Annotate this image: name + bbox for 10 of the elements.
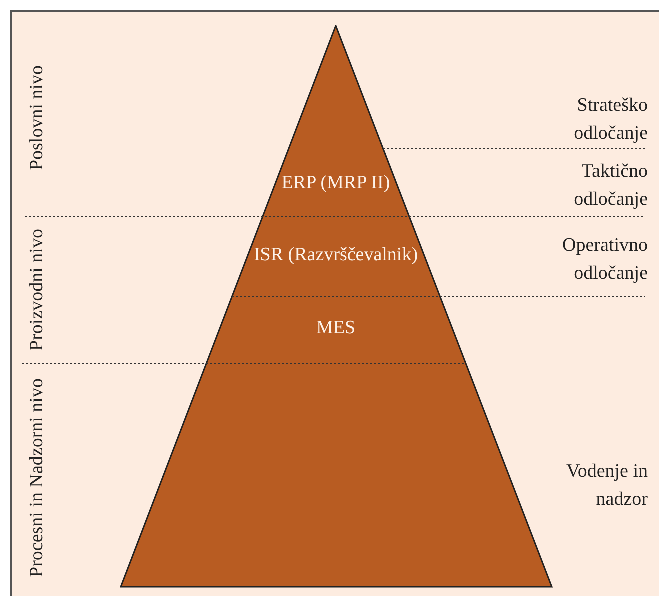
decision-label: Vodenje in nadzor [566,460,648,512]
layer-label: MES [316,318,356,338]
level-label: Proizvodni nivo [28,229,46,351]
decision-label: Taktično odločanje [573,160,648,212]
decision-label: Strateško odločanje [573,94,648,146]
decision-label: Operativno odločanje [562,234,648,286]
layer-label: ISR (Razvrščevalnik) [254,246,418,264]
level-label: Procesni in Nadzorni nivo [28,378,46,578]
level-label: Poslovni nivo [28,65,46,171]
layer-label: ERP (MRP II) [282,174,390,192]
